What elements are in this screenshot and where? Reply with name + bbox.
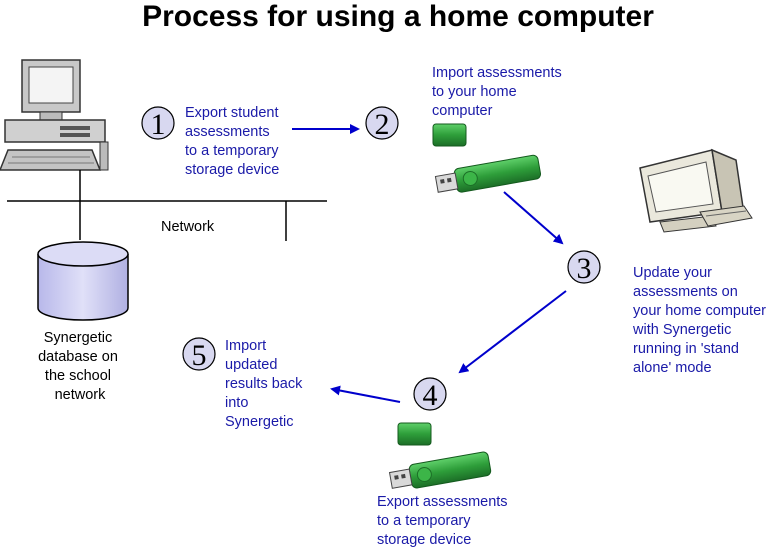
usb-drive-icon [388,422,492,489]
home-computer-icon [639,148,753,233]
step-1-marker: 1 [141,106,175,141]
step-2-text: Import assessments to your home computer [432,65,566,119]
arrow-step2-to-step3 [503,191,564,245]
step-1-number: 1 [151,108,166,141]
step-2-line: computer [432,103,493,119]
database-label-line: the school [45,368,111,384]
step-4-line: storage device [377,532,471,548]
step-5-line: results back [225,376,303,392]
step-3-line: running in 'stand [633,341,739,357]
arrow-step4-to-step5 [330,385,401,403]
database-cylinder-icon [37,241,129,321]
database-label-line: network [55,387,107,403]
step-3-line: your home computer [633,303,766,319]
diagram-title: Process for using a home computer [142,0,654,33]
step-2-line: Import assessments [432,65,562,81]
database-label: Synergetic database on the school networ… [38,330,122,403]
step-4-line: Export assessments [377,494,508,510]
step-5-text: Import updated results back into Synerge… [225,338,306,430]
step-2-marker: 2 [365,106,399,141]
step-5-line: Synergetic [225,414,294,430]
step-2-number: 2 [375,108,390,141]
step-5-number: 5 [192,339,207,372]
step-5-line: into [225,395,248,411]
step-1-text: Export student assessments to a temporar… [185,105,283,178]
step-4-text: Export assessments to a temporary storag… [377,494,512,548]
network-label: Network [161,219,215,235]
step-1-line: storage device [185,162,279,178]
step-4-line: to a temporary [377,513,471,529]
database-label-line: database on [38,349,118,365]
step-3-number: 3 [577,252,592,285]
step-3-line: alone' mode [633,360,712,376]
step-4-marker: 4 [413,377,447,412]
step-3-line: assessments on [633,284,738,300]
step-5-marker: 5 [182,337,216,372]
step-2-line: to your home [432,84,517,100]
step-5-line: updated [225,357,277,373]
step-1-line: Export student [185,105,279,121]
network-line [7,170,327,241]
step-3-text: Update your assessments on your home com… [632,265,770,376]
step-3-marker: 3 [567,250,601,285]
step-1-line: assessments [185,124,270,140]
arrow-step3-to-step4 [458,290,567,374]
step-1-line: to a temporary [185,143,279,159]
step-4-number: 4 [423,379,438,412]
step-3-line: with Synergetic [632,322,731,338]
database-label-line: Synergetic [44,330,113,346]
step-5-line: Import [225,338,266,354]
desktop-computer-icon [0,59,109,171]
usb-drive-icon [432,123,542,193]
step-3-line: Update your [633,265,712,281]
